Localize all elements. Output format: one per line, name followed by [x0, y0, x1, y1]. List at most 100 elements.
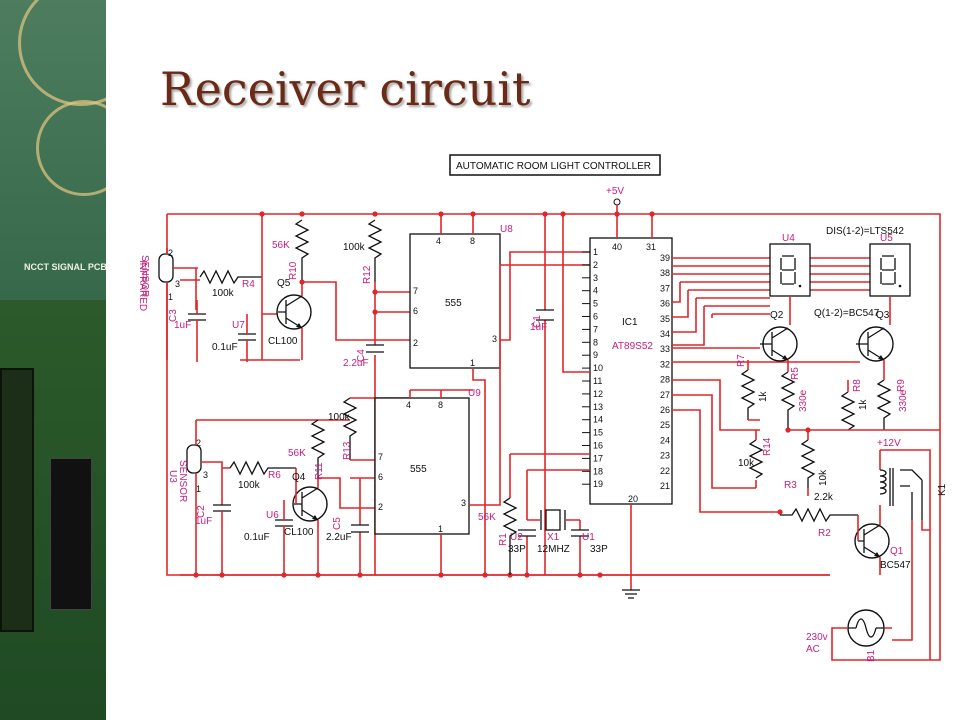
- mcu-pin-label: 15: [593, 428, 603, 438]
- mcu-pin-label: 4: [593, 286, 598, 296]
- x1-value: 12MHZ: [537, 544, 570, 555]
- resistor-r8: [840, 391, 856, 431]
- sensor1-name2: SENSOR: [139, 255, 150, 297]
- q1-type: BC547: [880, 560, 911, 571]
- capacitor-u6: [275, 500, 293, 575]
- r7-value: 1k: [758, 390, 769, 402]
- crystal-x1: [540, 509, 566, 531]
- mcu-pin-label: 14: [593, 415, 603, 425]
- sensor2-ref: U3: [167, 470, 178, 483]
- q5-ref: Q5: [277, 278, 291, 289]
- resistor-r12: [367, 219, 383, 282]
- c3-ref: C3: [168, 309, 179, 322]
- resistor-r4: [199, 269, 262, 285]
- mcu-top-pin-40: 40: [612, 242, 622, 252]
- u7-value: 0.1uF: [212, 342, 238, 353]
- q5-type: CL100: [268, 336, 298, 347]
- transistor-q3: [856, 326, 894, 362]
- svg-text:1: 1: [196, 484, 201, 494]
- resistor-r7: [740, 369, 756, 420]
- u8-type: 555: [445, 298, 462, 309]
- mcu-pin-label: 33: [660, 344, 670, 354]
- display-u4-ref: U4: [782, 233, 795, 244]
- mcu-pin-label: 19: [593, 479, 603, 489]
- c5-value: 2.2uF: [326, 532, 352, 543]
- capacitor-u7: [238, 314, 256, 362]
- mcu-part: AT89S52: [612, 341, 653, 352]
- u9-type: 555: [410, 464, 427, 475]
- svg-text:3: 3: [203, 470, 208, 480]
- q5-base-wire: [240, 214, 300, 361]
- resistor-r1: [502, 497, 518, 575]
- timer-u8: [409, 233, 501, 369]
- svg-text:2: 2: [168, 248, 173, 258]
- c1-value: 1uF: [530, 322, 547, 333]
- sensor2-name: SENSOR: [177, 460, 188, 502]
- transistor-q2: [760, 326, 798, 362]
- u8-pin8: 8: [470, 236, 475, 246]
- lamp-b1-ref: B1: [866, 649, 877, 662]
- mcu-pin-label: 6: [593, 312, 598, 322]
- schematic-heading: AUTOMATIC ROOM LIGHT CONTROLLER: [456, 161, 651, 172]
- lamp-ac: AC: [806, 644, 820, 655]
- circuit-schematic: AUTOMATIC ROOM LIGHT CONTROLLER +5V 231 …: [137, 154, 948, 662]
- q2-ref: Q2: [770, 310, 784, 321]
- mcu-pin-label: 8: [593, 337, 598, 347]
- transistor-q5: [276, 294, 312, 330]
- resistor-r2: [780, 507, 858, 523]
- capacitor-u2: [518, 529, 536, 537]
- supply-12v-label: +12V: [877, 438, 901, 449]
- transistor-q1: [854, 523, 890, 559]
- u8-pin7: 7: [413, 286, 418, 296]
- sensor-u3: 2 31: [186, 438, 208, 494]
- q1-ref: Q1: [890, 546, 904, 557]
- u7-ref: U7: [232, 320, 245, 331]
- u9-pin2: 2: [378, 502, 383, 512]
- u6-value: 0.1uF: [244, 532, 270, 543]
- sensor1-wires: [166, 248, 200, 360]
- sensor1-name1: INFRARED: [137, 260, 148, 311]
- resistor-r13: [342, 397, 358, 460]
- u9-pin8: 8: [438, 400, 443, 410]
- capacitor-c1: [536, 309, 554, 321]
- mcu-pin-label: 27: [660, 390, 670, 400]
- u2-ref: U2: [510, 532, 523, 543]
- u8-pin3: 3: [492, 334, 497, 344]
- u9-pin4: 4: [406, 400, 411, 410]
- slide-title: Receiver circuit: [160, 62, 531, 116]
- r8-ref: R8: [852, 379, 863, 392]
- u8-pin2: 2: [413, 338, 418, 348]
- r7-ref: R7: [736, 354, 747, 367]
- r11-ref: R11: [314, 462, 325, 480]
- transistor-note: Q(1-2)=BC547: [814, 308, 880, 319]
- capacitor-c4: [366, 344, 384, 353]
- relay-k1-ref: K1: [937, 483, 948, 496]
- lamp-b1: [847, 609, 885, 647]
- r8-value: 1k: [858, 398, 869, 410]
- seven-segment-u4: [769, 243, 811, 297]
- svg-text:2: 2: [196, 438, 201, 448]
- mcu-pin-label: 7: [593, 324, 598, 334]
- q4-ref: Q4: [292, 472, 306, 483]
- ground-symbol: [622, 589, 640, 599]
- u9-ref: U9: [468, 388, 481, 399]
- capacitor-c5: [351, 524, 369, 533]
- mcu-bottom-pin-20: 20: [628, 494, 638, 504]
- u1-ref: U1: [582, 532, 595, 543]
- c3-value: 1uF: [174, 320, 191, 331]
- lamp-supply: 230v: [806, 632, 828, 643]
- mcu-pin-label: 12: [593, 389, 603, 399]
- pcb-label: NCCT SIGNAL PCB: [24, 262, 106, 272]
- c2-value: 1uF: [195, 516, 212, 527]
- resistor-r9: [876, 379, 892, 430]
- u9-pin3: 3: [461, 498, 466, 508]
- r5-ref: R5: [790, 367, 801, 380]
- mcu-pin-label: 16: [593, 441, 603, 451]
- resistor-r10: [294, 219, 310, 282]
- mcu-pin-label: 18: [593, 466, 603, 476]
- r10-ref: R10: [288, 261, 299, 280]
- pcb-photo: NCCT SIGNAL PCB: [0, 0, 106, 720]
- mcu-pin-label: 21: [660, 481, 670, 491]
- mcu-ref: IC1: [622, 317, 638, 328]
